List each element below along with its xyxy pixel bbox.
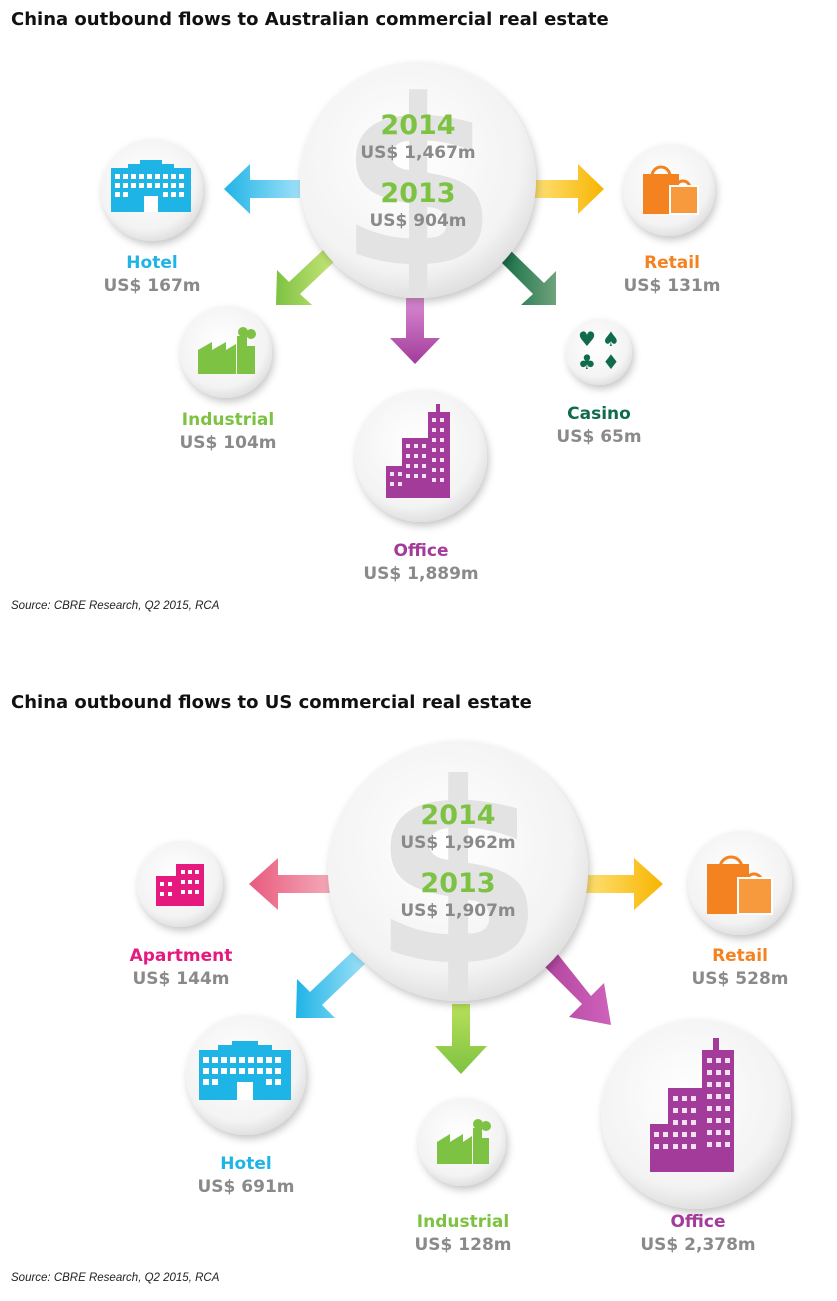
total-2013: US$ 1,907m (400, 901, 516, 921)
total-2014: US$ 1,467m (360, 143, 476, 163)
office-label: Office US$ 1,889m (363, 541, 478, 584)
total-2013: US$ 904m (369, 211, 467, 231)
dollar-icon: $ (338, 52, 498, 319)
hotel-label: Hotel US$ 167m (104, 253, 201, 296)
arrow-to-hotel (224, 164, 300, 214)
sector-value: US$ 144m (132, 969, 230, 989)
office-tower-icon (650, 1038, 734, 1172)
arrow-to-casino (500, 250, 556, 305)
sector-value: US$ 104m (179, 433, 277, 453)
center-disc (300, 62, 536, 298)
svg-text:♥: ♥ (578, 327, 596, 351)
source-note: Source: CBRE Research, Q2 2015, RCA (11, 600, 220, 612)
year-2014: 2014 (420, 800, 496, 831)
svg-text:♣: ♣ (578, 350, 596, 374)
svg-text:♦: ♦ (602, 350, 620, 374)
arrow-to-retail (532, 164, 604, 214)
arrow-to-hotel (296, 952, 365, 1018)
arrow-to-office (390, 298, 440, 364)
sector-name: Retail (712, 946, 768, 966)
arrow-to-retail (582, 858, 663, 910)
center-disc (328, 741, 588, 1001)
shopping-bags-icon (707, 855, 773, 915)
hotel-label: Hotel US$ 691m (198, 1154, 295, 1197)
industrial-label: Industrial US$ 128m (415, 1212, 512, 1255)
retail-label: Retail US$ 528m (692, 946, 789, 989)
year-2014: 2014 (380, 110, 456, 141)
sector-name: Hotel (220, 1154, 272, 1174)
dollar-icon: $ (371, 730, 545, 1021)
office-tower-icon (386, 404, 450, 498)
sector-value: US$ 131m (623, 276, 721, 296)
sector-name: Casino (567, 404, 631, 424)
sector-value: US$ 528m (691, 969, 789, 989)
svg-text:♠: ♠ (602, 327, 620, 351)
shopping-bags-icon (643, 165, 699, 215)
hotel-building-icon (199, 1041, 291, 1100)
industrial-label: Industrial US$ 104m (180, 410, 277, 453)
apartment-building-icon (156, 864, 204, 906)
sector-value: US$ 65m (556, 427, 642, 447)
factory-icon (198, 327, 256, 374)
office-label: Office US$ 2,378m (640, 1212, 755, 1255)
us-flow-diagram: $ (137, 730, 792, 1209)
panel-title: China outbound flows to Australian comme… (11, 9, 609, 30)
panel-title: China outbound flows to US commercial re… (11, 692, 532, 713)
sector-value: US$ 2,378m (640, 1235, 756, 1255)
arrow-to-industrial (276, 250, 335, 305)
sector-value: US$ 167m (103, 276, 201, 296)
sector-value: US$ 128m (414, 1235, 512, 1255)
us-panel: China outbound flows to US commercial re… (0, 650, 837, 1301)
sector-name: Industrial (181, 410, 275, 430)
sector-name: Office (393, 541, 449, 561)
arrow-to-apartment (249, 858, 330, 910)
source-note: Source: CBRE Research, Q2 2015, RCA (11, 1272, 220, 1284)
apartment-label: Apartment US$ 144m (130, 946, 233, 989)
center-totals: 2014 US$ 1,962m 2013 US$ 1,907m (400, 800, 515, 922)
casino-circle (566, 319, 632, 385)
retail-label: Retail US$ 131m (624, 253, 721, 296)
casino-label: Casino US$ 65m (556, 404, 641, 447)
factory-icon (437, 1119, 491, 1164)
australia-panel: China outbound flows to Australian comme… (0, 0, 837, 650)
sector-value: US$ 691m (197, 1177, 295, 1197)
sector-name: Retail (644, 253, 700, 273)
sector-value: US$ 1,889m (363, 564, 479, 584)
sector-name: Hotel (126, 253, 178, 273)
center-totals: 2014 US$ 1,467m 2013 US$ 904m (360, 110, 475, 232)
total-2014: US$ 1,962m (400, 833, 516, 853)
sector-name: Industrial (416, 1212, 510, 1232)
sector-name: Office (670, 1212, 726, 1232)
card-suits-icon: ♥ ♠ ♣ ♦ (578, 327, 620, 374)
arrow-to-office (542, 952, 611, 1025)
year-2013: 2013 (380, 178, 456, 209)
arrow-to-industrial (435, 1004, 487, 1074)
hotel-building-icon (111, 160, 191, 212)
year-2013: 2013 (420, 868, 496, 899)
sector-name: Apartment (129, 946, 233, 966)
australia-flow-diagram: $ (101, 52, 715, 522)
